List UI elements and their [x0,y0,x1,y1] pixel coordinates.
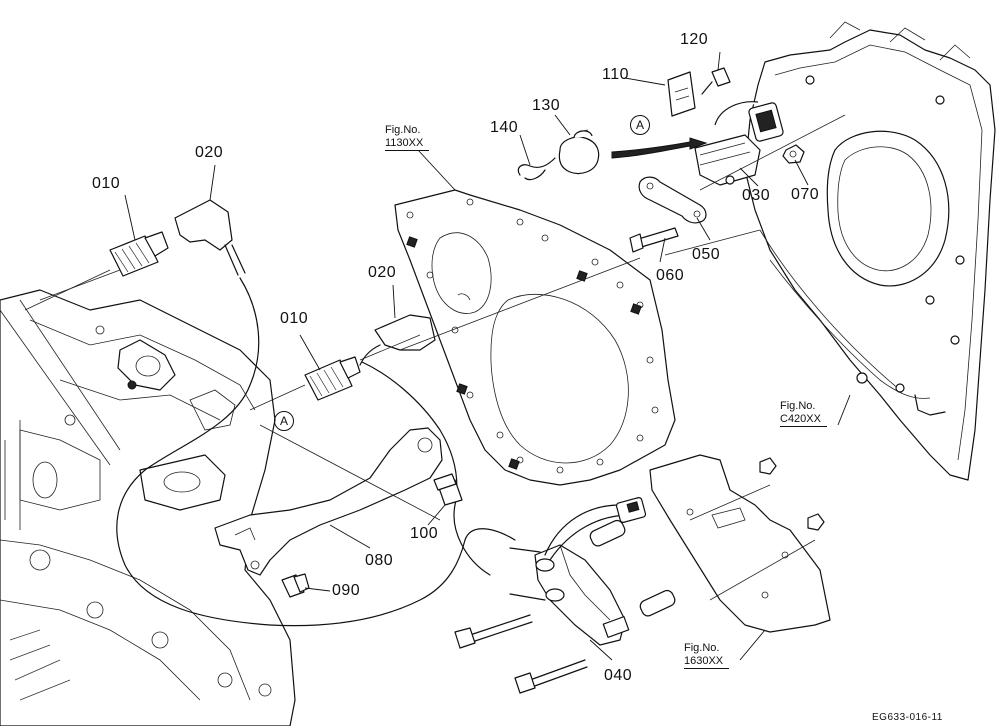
bolt-090 [281,573,310,598]
bolt-100 [433,473,463,506]
wiring-harness [116,277,516,627]
bracket-110 [667,71,696,117]
plug-010-upper [109,231,169,277]
nut-070 [782,144,805,164]
cap-020-upper [174,199,246,276]
clip-140 [517,157,556,181]
callout-040: 040 [604,667,633,684]
sensor-bracket [649,454,831,633]
callout-060: 060 [656,267,685,284]
bracket-080 [214,427,443,576]
view-arrow [611,137,708,159]
bolt-060 [629,227,679,253]
leader-lines [0,51,851,661]
callout-100: 100 [410,525,439,542]
callout-050: 050 [692,246,721,263]
plug-010-middle [304,356,361,401]
flywheel-housing [744,21,996,481]
callout-010-upper: 010 [92,175,121,192]
callout-020-upper: 020 [195,144,224,161]
fig-ref-code: 1630XX [684,655,730,669]
callout-120: 120 [680,31,709,48]
bolt-lower-bottom [514,659,588,694]
fig-ref-1630: Fig.No. 1630XX [684,642,730,669]
callout-130: 130 [532,97,561,114]
fig-ref-code: C420XX [780,413,827,427]
fig-ref-code: 1130XX [385,137,430,151]
callout-110: 110 [602,66,630,83]
nuts-right [759,457,825,531]
sensor-030 [694,101,784,186]
drawing-code: EG633-016-11 [872,712,943,723]
view-marker-a-left: A [274,411,294,431]
bolt-lower-left [454,614,533,649]
fig-ref-label: Fig.No. [385,124,421,136]
bracket-050 [638,176,707,224]
bolt-120 [701,67,731,95]
fig-ref-label: Fig.No. [780,400,816,412]
fig-ref-1130: Fig.No. 1130XX [385,124,430,151]
callout-070: 070 [791,186,820,203]
callout-140: 140 [490,119,519,136]
fig-ref-c420: Fig.No. C420XX [780,400,827,427]
engine-block [0,289,296,726]
callout-030: 030 [742,187,771,204]
cap-020-middle [359,314,436,366]
sensor-040 [509,497,676,646]
fig-ref-label: Fig.No. [684,642,720,654]
callout-020-middle: 020 [368,264,397,281]
view-marker-a-top: A [630,115,650,135]
callout-080: 080 [365,552,394,569]
cap-130 [558,129,600,175]
callout-090: 090 [332,582,361,599]
callout-010-middle: 010 [280,310,309,327]
gasket-plate [394,189,676,486]
